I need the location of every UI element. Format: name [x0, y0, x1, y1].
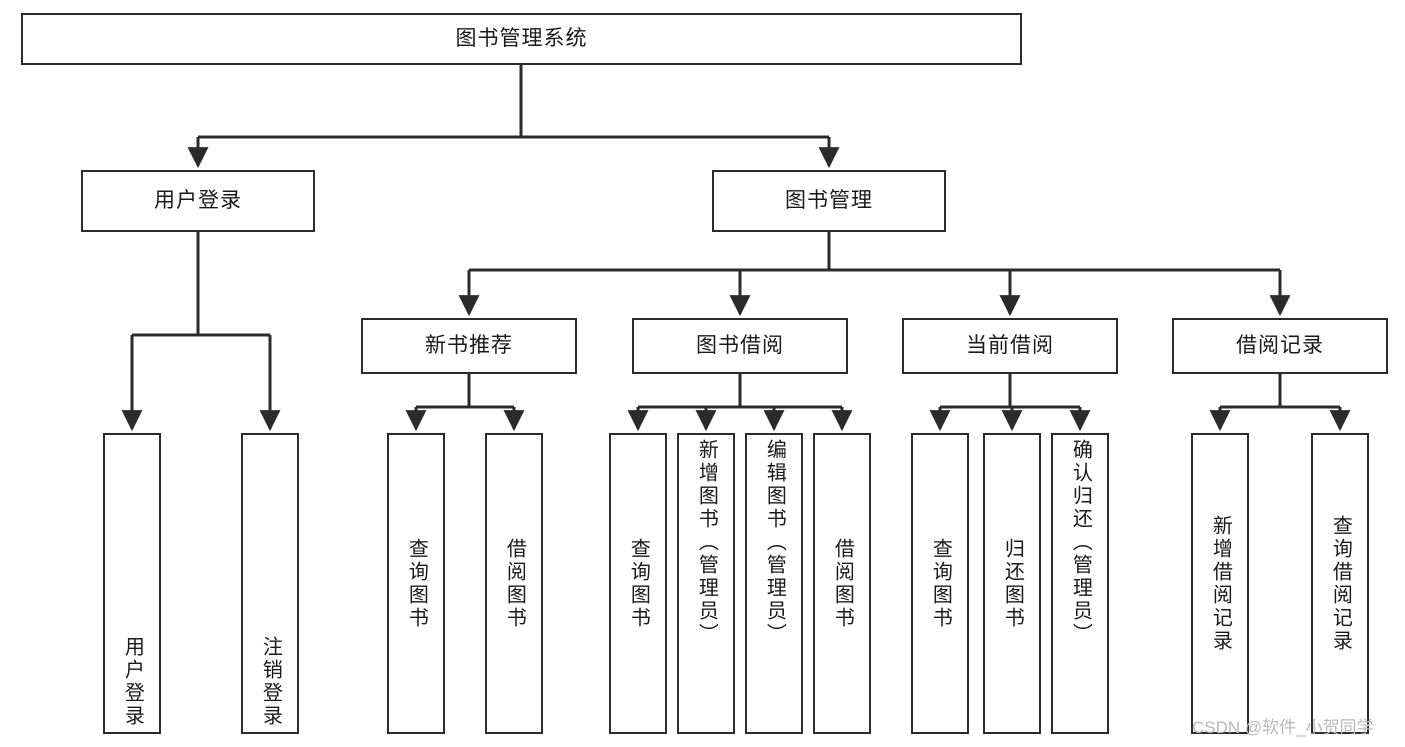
leaf-borrow-query-label: 查询图书 — [627, 537, 650, 630]
leaf-rec-query-label: 查询借阅记录 — [1329, 514, 1352, 653]
leaf-rec-add-label: 新增借阅记录 — [1209, 514, 1232, 653]
node-new-book-rec[interactable]: 新书推荐 — [361, 318, 577, 374]
leaf-rec-query[interactable]: 查询借阅记录 — [1311, 433, 1369, 734]
leaf-user-login-label: 用户登录 — [121, 636, 144, 728]
node-book-borrow-label: 图书借阅 — [696, 334, 784, 358]
leaf-rec-query-book-label: 查询图书 — [405, 537, 428, 630]
node-book-manage[interactable]: 图书管理 — [712, 170, 946, 232]
watermark: CSDN @软件_小贺同学 — [1192, 718, 1374, 737]
leaf-rec-query-book[interactable]: 查询图书 — [387, 433, 445, 734]
leaf-rec-add[interactable]: 新增借阅记录 — [1191, 433, 1249, 734]
node-borrow-record[interactable]: 借阅记录 — [1172, 318, 1388, 374]
leaf-user-logout[interactable]: 注销登录 — [241, 433, 299, 734]
leaf-cur-query[interactable]: 查询图书 — [911, 433, 969, 734]
leaf-borrow-add-label: 新增图书（管理员） — [695, 439, 718, 646]
leaf-rec-borrow-book[interactable]: 借阅图书 — [485, 433, 543, 734]
node-user-login-label: 用户登录 — [154, 189, 242, 213]
node-book-manage-label: 图书管理 — [785, 189, 873, 213]
leaf-cur-return-label: 归还图书 — [1001, 537, 1024, 630]
leaf-borrow-add[interactable]: 新增图书（管理员） — [677, 433, 735, 734]
node-new-book-rec-label: 新书推荐 — [425, 334, 513, 358]
node-borrow-record-label: 借阅记录 — [1236, 334, 1324, 358]
leaf-cur-return[interactable]: 归还图书 — [983, 433, 1041, 734]
leaf-borrow-lend-label: 借阅图书 — [831, 537, 854, 630]
leaf-rec-borrow-book-label: 借阅图书 — [503, 537, 526, 630]
node-book-borrow[interactable]: 图书借阅 — [632, 318, 848, 374]
leaf-cur-query-label: 查询图书 — [929, 537, 952, 630]
leaf-borrow-query[interactable]: 查询图书 — [609, 433, 667, 734]
leaf-borrow-lend[interactable]: 借阅图书 — [813, 433, 871, 734]
leaf-cur-confirm[interactable]: 确认归还（管理员） — [1051, 433, 1109, 734]
leaf-user-logout-label: 注销登录 — [259, 636, 282, 728]
leaf-borrow-edit-label: 编辑图书（管理员） — [763, 439, 786, 646]
node-current-borrow[interactable]: 当前借阅 — [902, 318, 1118, 374]
node-user-login[interactable]: 用户登录 — [81, 170, 315, 232]
node-current-borrow-label: 当前借阅 — [966, 334, 1054, 358]
leaf-borrow-edit[interactable]: 编辑图书（管理员） — [745, 433, 803, 734]
leaf-user-login[interactable]: 用户登录 — [103, 433, 161, 734]
node-root-label: 图书管理系统 — [455, 27, 588, 51]
leaf-cur-confirm-label: 确认归还（管理员） — [1069, 439, 1092, 646]
node-root[interactable]: 图书管理系统 — [21, 13, 1022, 65]
